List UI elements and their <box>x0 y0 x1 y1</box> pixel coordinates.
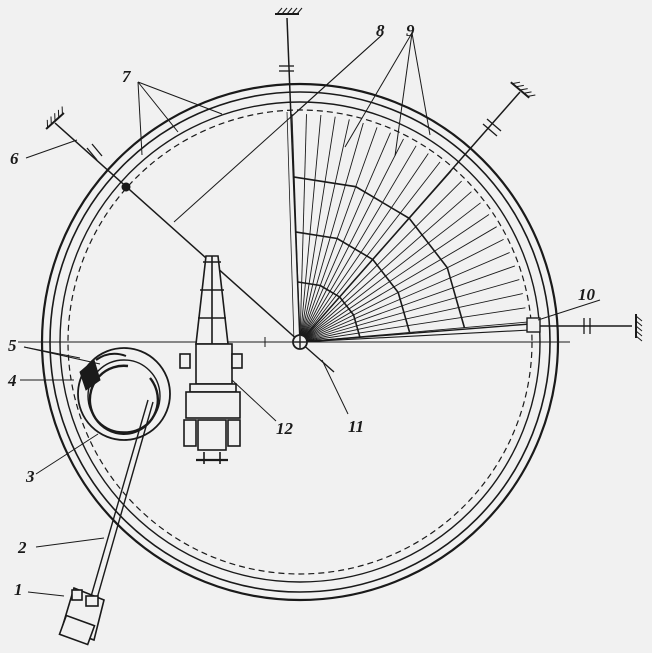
drum-outer <box>77 347 171 441</box>
ground-anchors <box>45 7 643 342</box>
truss-spoke <box>299 180 462 343</box>
truss-spoke <box>299 153 429 343</box>
ground-anchor <box>45 106 65 130</box>
part-labels: 1 2 3 4 5 6 7 8 9 10 11 12 <box>7 21 596 599</box>
cable <box>89 399 154 603</box>
vertical-boom <box>279 17 301 343</box>
truss-spoke <box>299 279 520 343</box>
truss-spoke <box>299 293 523 343</box>
label-4: 4 <box>7 371 17 390</box>
machine-unit <box>179 255 243 464</box>
truss-spoke <box>299 138 404 343</box>
label-7: 7 <box>122 67 132 86</box>
end-trolley <box>526 317 541 333</box>
label-6: 6 <box>10 149 19 168</box>
ground-anchor <box>510 81 536 99</box>
truss-spoke <box>299 116 336 343</box>
truss-spoke <box>299 238 504 343</box>
label-5: 5 <box>8 336 17 355</box>
label-1: 1 <box>14 580 23 599</box>
truss-spoke <box>299 145 417 343</box>
label-11: 11 <box>348 417 364 436</box>
truss-spoke <box>299 114 322 343</box>
truss-spoke <box>299 119 350 343</box>
drum-cable-wrap <box>88 364 160 435</box>
truss-spoke <box>299 114 307 343</box>
drum-inner <box>87 359 161 433</box>
truss-spoke <box>299 226 497 343</box>
truss-spoke <box>299 122 364 343</box>
truss-spoke <box>299 191 472 343</box>
tractor <box>58 586 105 646</box>
tension-spring <box>95 352 127 361</box>
leader-lines <box>20 32 601 597</box>
truss-spoke <box>299 265 516 343</box>
label-12: 12 <box>276 419 294 438</box>
truss-spoke <box>299 307 526 343</box>
central-pivot <box>292 334 308 350</box>
label-8: 8 <box>376 21 385 40</box>
guide <box>79 359 101 391</box>
truss-sector <box>291 114 528 343</box>
label-10: 10 <box>578 285 596 304</box>
diagonal-boom-right <box>299 91 521 343</box>
label-2: 2 <box>17 538 27 557</box>
drum-assembly <box>77 347 171 441</box>
horizontal-boom <box>299 317 632 343</box>
truss-spoke <box>299 132 391 343</box>
truss-spoke <box>299 214 490 343</box>
truss-spoke <box>299 161 441 343</box>
ground-anchor <box>275 7 303 15</box>
truss-spoke <box>299 202 481 343</box>
truss-spoke <box>299 252 510 343</box>
label-3: 3 <box>25 467 35 486</box>
ground-anchor <box>635 314 643 342</box>
label-9: 9 <box>406 21 415 40</box>
truss-spoke <box>299 127 378 343</box>
